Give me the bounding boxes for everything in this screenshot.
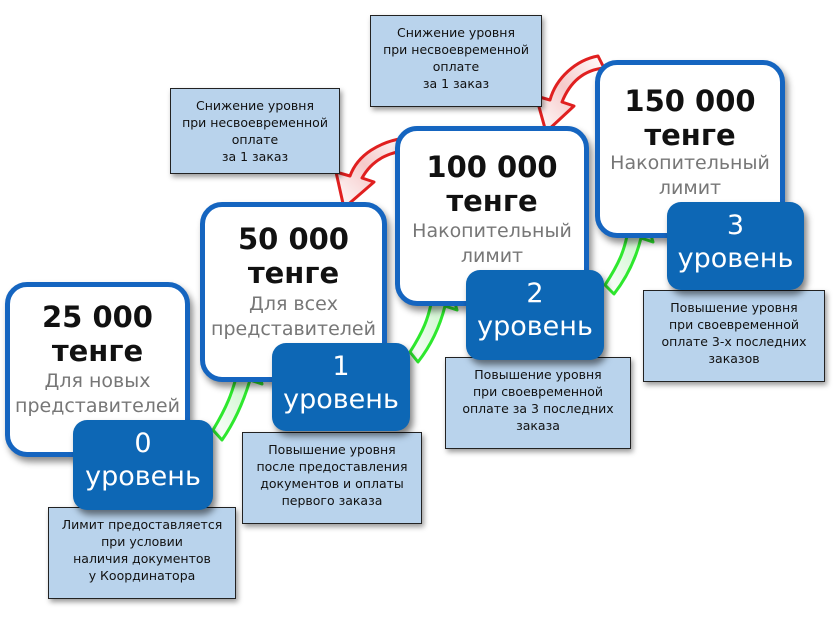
level-0-description-line2: представителей: [15, 395, 180, 417]
downgrade-arrow-3-to-2: [534, 54, 606, 134]
level-0-description-line1: Для новых: [44, 370, 151, 392]
level-0-number: 0: [134, 428, 152, 459]
level-3-currency: тенге: [644, 118, 736, 152]
level-3-description-line2: лимит: [658, 177, 722, 199]
level-3-label: уровень: [677, 243, 794, 274]
level-1-description-line2: представителей: [211, 318, 376, 340]
level-0-label: уровень: [85, 461, 201, 492]
level-0-condition-note: Лимит предоставляется при условии наличи…: [48, 507, 236, 599]
level-0-currency: тенге: [51, 334, 144, 368]
downgrade-note-1: Снижение уровня при несвоевременной опла…: [170, 88, 340, 174]
level-2-currency: тенге: [446, 184, 538, 218]
level-2-description-line2: лимит: [460, 245, 524, 267]
level-2-condition-note: Повышение уровня при своевременной оплат…: [445, 357, 631, 449]
level-3-number: 3: [726, 210, 745, 241]
downgrade-note-2: Снижение уровня при несвоевременной опла…: [370, 15, 542, 107]
level-0-badge: 0 уровень: [73, 420, 213, 510]
level-3-badge: 3 уровень: [667, 202, 804, 290]
level-1-label: уровень: [283, 384, 399, 415]
level-1-condition-note: Повышение уровня после предоставления до…: [242, 432, 422, 524]
level-2-badge: 2 уровень: [466, 270, 604, 360]
level-3-condition-note: Повышение уровня при своевременной оплат…: [643, 290, 825, 382]
level-1-description-line1: Для всех: [248, 293, 339, 315]
level-3-description-line1: Накопительный: [610, 152, 770, 174]
level-1-amount: 50 000: [238, 222, 349, 256]
level-0-amount: 25 000: [42, 300, 153, 334]
level-2-amount: 100 000: [426, 150, 558, 184]
level-1-currency: тенге: [247, 256, 340, 290]
level-2-number: 2: [526, 278, 544, 309]
level-2-label: уровень: [477, 311, 593, 342]
level-1-badge: 1 уровень: [272, 343, 410, 431]
level-2-description-line1: Накопительный: [412, 220, 572, 242]
level-3-amount: 150 000: [624, 84, 756, 118]
level-1-number: 1: [332, 351, 350, 382]
